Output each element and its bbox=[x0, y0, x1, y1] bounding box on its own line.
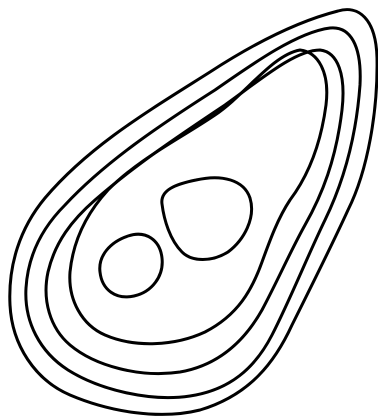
contour-lines bbox=[10, 10, 377, 415]
blob-right bbox=[162, 178, 252, 260]
blob-left bbox=[100, 234, 162, 297]
